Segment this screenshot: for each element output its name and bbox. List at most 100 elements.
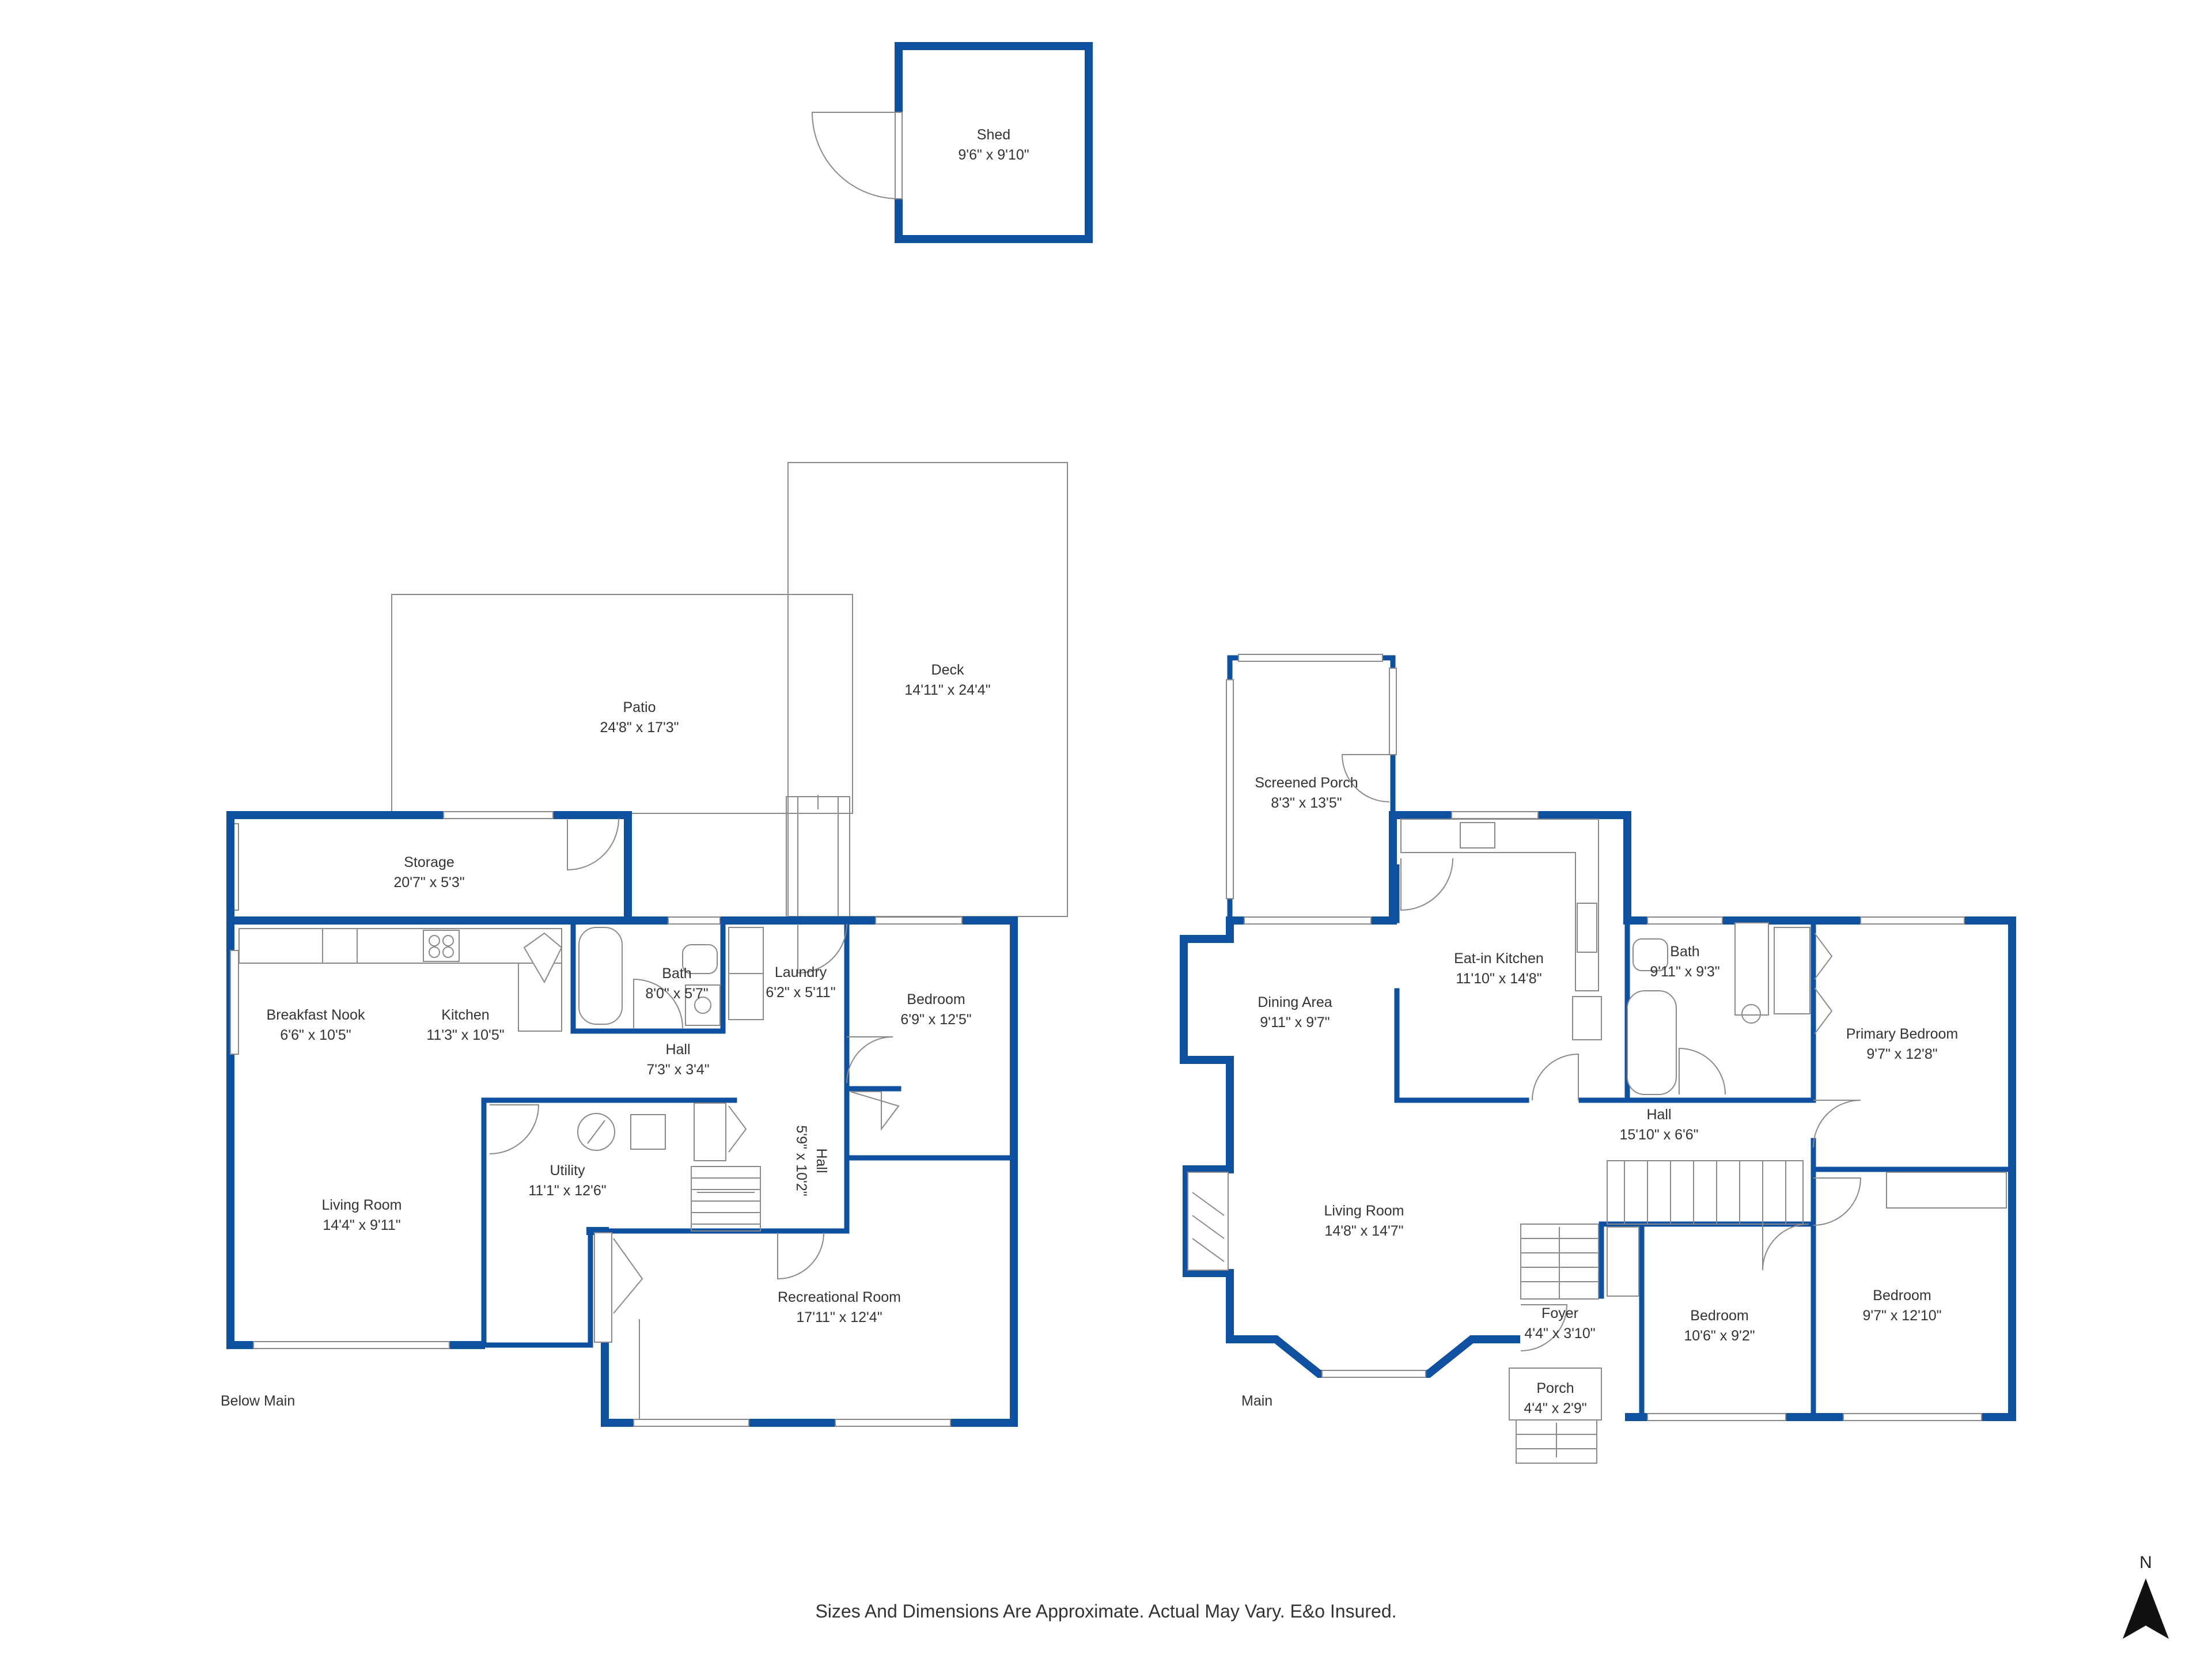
bath-name: Bath [662, 965, 691, 982]
kitchen-dims: 11'3" x 10'5" [426, 1027, 504, 1043]
hall-name: Hall [665, 1041, 690, 1058]
bedroom-window [875, 916, 963, 925]
nook-dims: 6'6" x 10'5" [280, 1027, 351, 1043]
laundry-dims: 6'2" x 5'11" [766, 984, 835, 1001]
kitchen-stove-icon [1577, 903, 1597, 953]
bath-walls [570, 918, 726, 1034]
main-floor-label: Main [1241, 1393, 1272, 1409]
bedroom-name: Bedroom [907, 991, 965, 1007]
deck-dims: 14'11" x 24'4" [904, 682, 990, 698]
below-bath-fixtures [578, 927, 721, 1029]
living-room-name: Living Room [322, 1197, 402, 1213]
bedroom2-name: Bedroom [1873, 1287, 1931, 1304]
eat-in-kitchen-dims: 11'10" x 14'8" [1456, 971, 1541, 987]
porch-door [1341, 754, 1390, 802]
foyer-closet [1607, 1226, 1639, 1297]
hall2-dims: 5'9" x 10'2" [793, 1125, 809, 1196]
patio-name: Patio [623, 699, 656, 715]
main-bath-dims: 9'11" x 9'3" [1650, 964, 1719, 980]
foyer-dims: 4'4" x 3'10" [1524, 1325, 1595, 1342]
storage-window-north [443, 811, 554, 819]
kitchen-name: Kitchen [441, 1007, 489, 1023]
main-west-walls [1180, 916, 1520, 1378]
bedroom2-closet [1886, 1172, 2007, 1209]
north-arrow-shape [2123, 1578, 2169, 1639]
front-porch [1509, 1368, 1602, 1464]
primary-bedroom-name: Primary Bedroom [1846, 1026, 1959, 1042]
hall-wall [588, 918, 850, 1234]
shed-doorway [895, 112, 903, 199]
dining-area-name: Dining Area [1257, 994, 1332, 1010]
kitchen-hall-door [1532, 1053, 1579, 1101]
bath-window-main [1647, 916, 1723, 925]
bath-door [633, 978, 683, 1029]
hall-dims: 7'3" x 3'4" [646, 1062, 709, 1078]
main-bedroom-name: Bedroom [1690, 1308, 1748, 1324]
main-hall-name: Hall [1646, 1107, 1671, 1123]
main-kitchen-counters [1400, 819, 1602, 1040]
rec-closet [594, 1232, 612, 1343]
below-west-wall [226, 811, 485, 1349]
bedroom2-window [1843, 1413, 1982, 1421]
toilet-icon-main [1633, 938, 1668, 971]
utility-door [489, 1104, 540, 1154]
kitchen-south-wall [1394, 988, 1529, 1103]
bath-window [668, 916, 721, 925]
disclaimer: Sizes And Dimensions Are Approximate. Ac… [815, 1601, 1396, 1622]
closet-door [850, 1091, 900, 1131]
eat-in-kitchen-name: Eat-in Kitchen [1454, 950, 1544, 967]
bedroom2-dims: 9'7" x 12'10" [1862, 1308, 1941, 1324]
utility-dims: 11'1" x 12'6" [528, 1183, 606, 1199]
main-living-name: Living Room [1324, 1203, 1404, 1219]
stove-icon [423, 930, 460, 962]
north-label: N [2139, 1553, 2152, 1572]
laundry-name: Laundry [775, 964, 827, 980]
living-room-dims: 14'4" x 9'11" [323, 1217, 400, 1233]
bath-dims: 8'0" x 5'7" [645, 986, 708, 1002]
primary-window [1860, 916, 1965, 925]
shed-dims: 9'6" x 9'10" [958, 147, 1029, 163]
rec-door [777, 1232, 824, 1280]
utility-fixtures [489, 1103, 747, 1161]
foyer-door [1520, 1304, 1568, 1351]
storage-door [567, 818, 619, 871]
nook-name: Breakfast Nook [267, 1007, 365, 1023]
dining-window [1244, 916, 1372, 925]
rec-room-dims: 17'11" x 12'4" [796, 1309, 882, 1325]
screened-porch-dims: 8'3" x 13'5" [1271, 795, 1342, 811]
bedroom-window-main [1647, 1413, 1786, 1421]
patio-outline [391, 594, 853, 814]
hall2-name: Hall [813, 1148, 830, 1173]
porch-dims: 4'4" x 2'9" [1524, 1400, 1586, 1416]
porch-screen-north [1238, 654, 1383, 662]
main-stairs [1607, 1160, 1804, 1225]
porch-screen-west [1226, 679, 1234, 899]
rec-room-name: Recreational Room [778, 1289, 901, 1305]
main-living-dims: 14'8" x 14'7" [1324, 1223, 1403, 1239]
shed-name: Shed [977, 127, 1010, 143]
kitchen-window [1451, 811, 1539, 819]
rec-window-2 [835, 1419, 951, 1427]
vanity-icon [685, 984, 721, 1026]
below-main-floor: Patio 24'8" x 17'3" Deck 14'11" x 24'4" … [221, 462, 1068, 1427]
rec-closet-door [613, 1238, 643, 1314]
bedroom-dims: 6'9" x 12'5" [900, 1012, 971, 1028]
deck-name: Deck [931, 662, 964, 678]
foyer-stairs [1520, 1224, 1599, 1300]
dining-area-dims: 9'11" x 9'7" [1260, 1014, 1330, 1031]
screened-porch-name: Screened Porch [1255, 775, 1358, 791]
main-bath-fixtures [1627, 922, 1833, 1095]
laundry-fixtures [728, 923, 847, 1020]
north-arrow-icon: N [2123, 1553, 2169, 1639]
porch-screen-east [1389, 668, 1397, 755]
patio-dims: 24'8" x 17'3" [600, 719, 679, 736]
below-stairs [691, 1166, 761, 1232]
storage-walls [226, 811, 632, 925]
bathtub-icon [578, 927, 623, 1025]
furnace-icon [630, 1114, 666, 1150]
storage-name: Storage [404, 854, 454, 870]
bedroom2-door [1813, 1177, 1862, 1226]
rec-window-1 [633, 1419, 749, 1427]
porch-name: Porch [1536, 1380, 1574, 1396]
main-bath-name: Bath [1670, 944, 1699, 960]
